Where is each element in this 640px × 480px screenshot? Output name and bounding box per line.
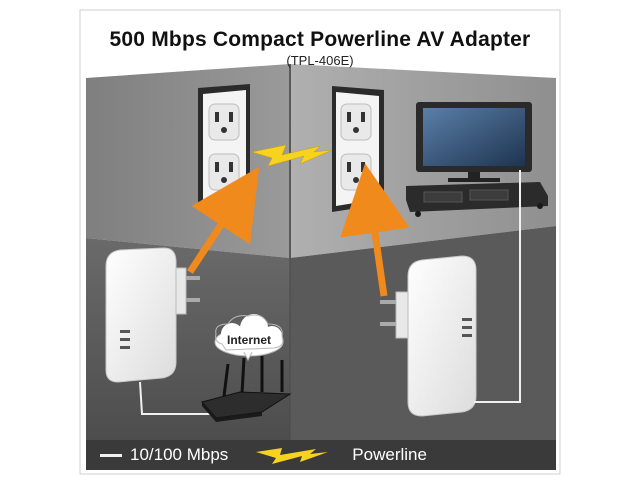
page-title: 500 Mbps Compact Powerline AV Adapter (109, 28, 531, 51)
wall-outlet-left (198, 84, 250, 212)
left-wall (86, 64, 290, 258)
tv-stand (406, 182, 548, 217)
plug-in-arrow-icon-right (340, 163, 410, 297)
powerline-adapter-icon-right (380, 255, 477, 417)
legend: 10/100 Mbps Powerline (86, 440, 556, 470)
legend-bar (86, 440, 556, 470)
legend-lightning-bolt-icon (256, 448, 328, 464)
lightning-bolt-icon (251, 144, 333, 167)
ethernet-cable-left (139, 381, 214, 415)
cloud-label: Internet (226, 333, 271, 347)
television-icon (416, 102, 532, 182)
powerline-adapter-icon-left (105, 247, 200, 383)
cloud-icon (214, 314, 284, 362)
page-subtitle: (TPL-406E) (286, 53, 354, 68)
ethernet-line-swatch (100, 453, 122, 457)
legend-powerline-label: Powerline (352, 445, 427, 464)
legend-ethernet-label: 10/100 Mbps (130, 445, 229, 464)
plug-in-arrow-icon-left (187, 166, 260, 274)
router-icon (201, 356, 292, 422)
wall-outlet-right (332, 86, 384, 212)
ethernet-cable-right (474, 170, 521, 403)
